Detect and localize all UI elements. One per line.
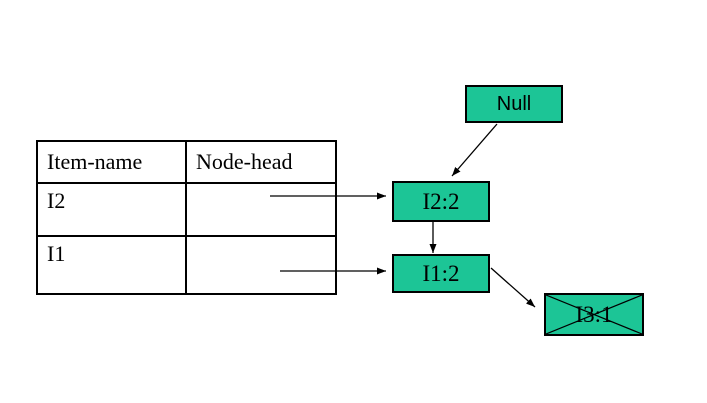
i3-node: I3:1: [544, 293, 644, 336]
cross-out-mark: [546, 295, 642, 334]
i1-node-label: I1:2: [422, 260, 460, 286]
table-cell-item-i2: I2: [36, 182, 187, 237]
table-cell-node-head-i1: [185, 235, 337, 295]
i1-node: I1:2: [392, 254, 490, 293]
table-cell-item-i1: I1: [36, 235, 187, 295]
arrow-i1node-to-i3node: [490, 267, 536, 308]
table-header-item-name: Item-name: [36, 140, 187, 184]
table-header-row: Item-name Node-head: [36, 140, 337, 184]
null-node-label: Null: [496, 92, 532, 115]
i3-node-label: I3:1: [575, 301, 613, 327]
i2-node-label: I2:2: [422, 188, 460, 214]
table-cell-node-head-i2: [185, 182, 337, 237]
table-row: I1: [36, 235, 337, 295]
null-node: Null: [465, 85, 563, 123]
arrow-null-to-i2node: [451, 123, 498, 177]
table-row: I2: [36, 182, 337, 237]
header-table: Item-name Node-head I2 I1: [36, 140, 337, 295]
i2-node: I2:2: [392, 181, 490, 222]
table-header-node-head: Node-head: [185, 140, 337, 184]
